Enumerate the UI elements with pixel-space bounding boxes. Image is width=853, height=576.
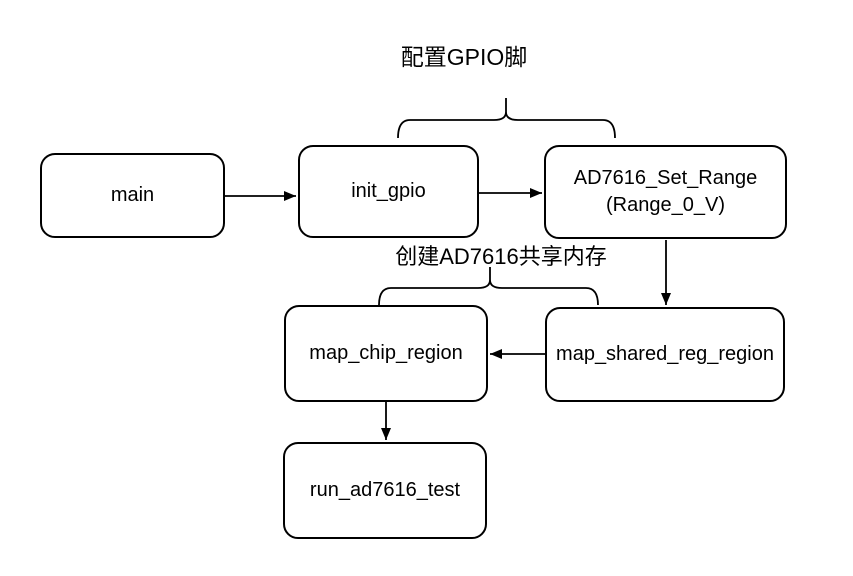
node-run-ad7616-test: run_ad7616_test — [283, 442, 487, 539]
node-init-gpio: init_gpio — [298, 145, 479, 238]
node-main-label: main — [110, 184, 155, 206]
node-map-chip-region: map_chip_region — [284, 305, 488, 402]
node-map-shared-reg-region: map_shared_reg_region — [545, 307, 785, 402]
node-main: main — [40, 153, 225, 238]
shared-memory-label: 创建AD7616共享内存 — [395, 244, 607, 269]
node-map-shared-reg-region-label: map_shared_reg_region — [556, 343, 774, 365]
brace-shared-memory — [378, 267, 599, 306]
gpio-config-label: 配置GPIO脚 — [400, 44, 528, 70]
brace-gpio-config — [397, 98, 616, 139]
node-map-chip-region-label: map_chip_region — [309, 342, 463, 364]
node-run-ad7616-test-label: run_ad7616_test — [309, 479, 461, 501]
node-ad7616-set-range-label-line1: AD7616_Set_Range — [573, 167, 758, 189]
node-init-gpio-label: init_gpio — [351, 180, 426, 202]
node-ad7616-set-range: AD7616_Set_Range (Range_0_V) — [544, 145, 787, 239]
node-ad7616-set-range-label-line2: (Range_0_V) — [606, 194, 725, 216]
